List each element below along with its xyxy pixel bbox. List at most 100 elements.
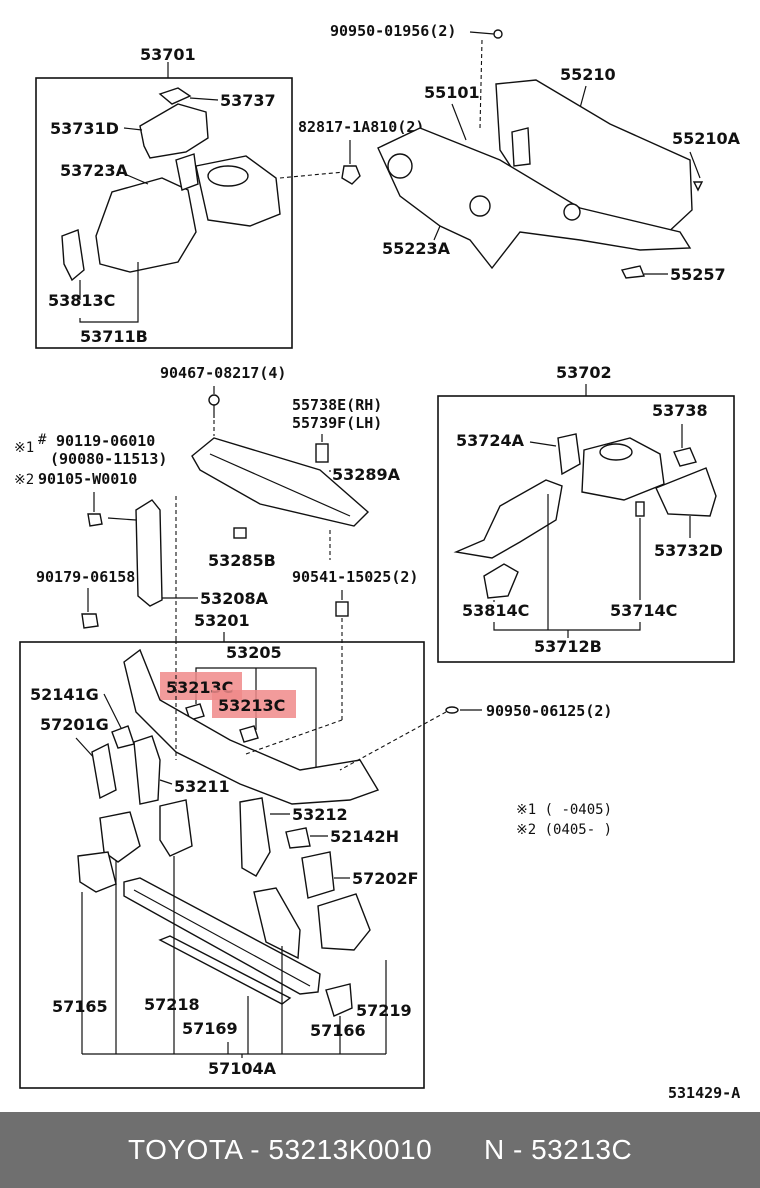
part-53732D-bracket[interactable] xyxy=(655,467,717,517)
part-insulator-hole-3 xyxy=(563,203,581,221)
part-53714C-clip[interactable] xyxy=(635,501,645,517)
part-53724A-bracket[interactable] xyxy=(557,433,581,476)
label-53737[interactable]: 53737 xyxy=(220,91,276,110)
part-53814C-panel[interactable] xyxy=(483,563,519,599)
part-57201G-bracket[interactable] xyxy=(91,742,117,800)
label-55257[interactable]: 55257 xyxy=(670,265,726,284)
part-53738-clip[interactable] xyxy=(673,447,697,467)
label-53701[interactable]: 53701 xyxy=(140,45,196,64)
part-insulator-hole-2 xyxy=(469,195,491,217)
label-90119[interactable]: 90119-06010 xyxy=(56,432,155,450)
part-90950-01956-grommet[interactable] xyxy=(493,29,503,39)
label-57165[interactable]: 57165 xyxy=(52,997,108,1016)
part-90105-bolt[interactable] xyxy=(87,513,103,527)
label-90467[interactable]: 90467-08217(4) xyxy=(160,364,286,382)
label-53738[interactable]: 53738 xyxy=(652,401,708,420)
label-53213C-b[interactable]: 53213C xyxy=(218,696,285,715)
part-57202F-bracket[interactable] xyxy=(301,851,335,899)
part-57219-bracket[interactable] xyxy=(317,893,371,951)
part-52141G-bracket[interactable] xyxy=(111,725,135,749)
part-52142H-bracket[interactable] xyxy=(285,827,311,849)
group-box-53701 xyxy=(35,77,293,349)
label-90119-mark: ※1 xyxy=(14,440,34,456)
label-90080[interactable]: (90080-11513) xyxy=(50,450,167,468)
label-57202F[interactable]: 57202F xyxy=(352,869,419,888)
part-53213C-clip-b[interactable] xyxy=(239,725,259,743)
part-57166-bracket[interactable] xyxy=(325,983,353,1017)
part-55257-clip[interactable] xyxy=(620,265,645,279)
label-57218[interactable]: 57218 xyxy=(144,995,200,1014)
part-strut-top xyxy=(207,165,249,187)
note-1: ※1 ( -0405) xyxy=(516,802,612,818)
part-53813C-panel[interactable] xyxy=(61,229,85,282)
part-53731D-bracket[interactable] xyxy=(139,103,209,159)
label-57219[interactable]: 57219 xyxy=(356,1001,412,1020)
label-53208A[interactable]: 53208A xyxy=(200,589,269,608)
label-55739F[interactable]: 55739F(LH) xyxy=(292,414,382,432)
part-53285B-clip[interactable] xyxy=(233,527,247,539)
label-53813C[interactable]: 53813C xyxy=(48,291,115,310)
part-53723A-apron[interactable] xyxy=(95,177,197,273)
label-57169[interactable]: 57169 xyxy=(182,1019,238,1038)
part-90541-clip[interactable] xyxy=(335,601,349,617)
label-53205[interactable]: 53205 xyxy=(226,643,282,662)
label-53724A[interactable]: 53724A xyxy=(456,431,525,450)
label-53714C[interactable]: 53714C xyxy=(610,601,677,620)
part-55738E-clip[interactable] xyxy=(315,443,329,463)
footer-ref: N - 53213C xyxy=(484,1134,633,1165)
part-apron-rh[interactable] xyxy=(453,479,563,559)
label-53723A[interactable]: 53723A xyxy=(60,161,129,180)
label-55101[interactable]: 55101 xyxy=(424,83,480,102)
label-55223A[interactable]: 55223A xyxy=(382,239,451,258)
label-52142H[interactable]: 52142H xyxy=(330,827,399,846)
label-90950-06125[interactable]: 90950-06125(2) xyxy=(486,702,612,720)
label-82817[interactable]: 82817-1A810(2) xyxy=(298,118,424,136)
part-insulator-hole-1 xyxy=(387,153,413,179)
part-90467-bolt[interactable] xyxy=(208,394,220,406)
label-57201G[interactable]: 57201G xyxy=(40,715,109,734)
group-box-53201 xyxy=(19,641,425,1089)
part-strut-tower[interactable] xyxy=(195,155,281,227)
label-90105[interactable]: 90105-W0010 xyxy=(38,470,137,488)
label-53212[interactable]: 53212 xyxy=(292,805,348,824)
label-53712B[interactable]: 53712B xyxy=(534,637,602,656)
part-strut-top-rh xyxy=(599,443,633,461)
label-55210[interactable]: 55210 xyxy=(560,65,616,84)
part-55223A-insulator[interactable] xyxy=(377,127,692,270)
part-53737-clip[interactable] xyxy=(158,87,192,105)
label-90105-mark: ※2 xyxy=(14,472,34,488)
label-55738E[interactable]: 55738E(RH) xyxy=(292,396,382,414)
part-90179-bolt[interactable] xyxy=(81,613,99,629)
label-55210A[interactable]: 55210A xyxy=(672,129,741,148)
highlight-53213C-b xyxy=(212,690,296,718)
part-57218-bracket[interactable] xyxy=(253,887,301,960)
label-53711B[interactable]: 53711B xyxy=(80,327,148,346)
label-57104A[interactable]: 57104A xyxy=(208,1059,277,1078)
label-90541[interactable]: 90541-15025(2) xyxy=(292,568,418,586)
part-53208A-support[interactable] xyxy=(135,499,163,607)
footer-bar: TOYOTA - 53213K0010 N - 53213C xyxy=(0,1112,760,1188)
label-53211[interactable]: 53211 xyxy=(174,777,230,796)
label-53702[interactable]: 53702 xyxy=(556,363,612,382)
label-53814C[interactable]: 53814C xyxy=(462,601,529,620)
part-53212-side-support[interactable] xyxy=(239,797,271,877)
label-53289A[interactable]: 53289A xyxy=(332,465,401,484)
part-53211-side-support[interactable] xyxy=(133,735,161,805)
label-57166[interactable]: 57166 xyxy=(310,1021,366,1040)
label-90950-01956[interactable]: 90950-01956(2) xyxy=(330,22,456,40)
part-82817-nut[interactable] xyxy=(341,165,361,185)
part-bracket-left-lower[interactable] xyxy=(99,811,141,863)
label-53732D[interactable]: 53732D xyxy=(654,541,723,560)
label-90179[interactable]: 90179-06158 xyxy=(36,568,135,586)
note-2: ※2 (0405- ) xyxy=(516,822,612,838)
part-90950-06125-grommet[interactable] xyxy=(445,706,459,714)
part-57165-bracket[interactable] xyxy=(77,851,117,893)
part-57169-reinforcement[interactable] xyxy=(158,935,292,1005)
label-53285B[interactable]: 53285B xyxy=(208,551,276,570)
label-53201[interactable]: 53201 xyxy=(194,611,250,630)
label-52141G[interactable]: 52141G xyxy=(30,685,99,704)
label-53731D[interactable]: 53731D xyxy=(50,119,119,138)
footer-brand-part: TOYOTA - 53213K0010 xyxy=(128,1134,433,1165)
part-bracket-mid-lower[interactable] xyxy=(159,799,193,857)
part-55210A-clip[interactable] xyxy=(692,181,704,192)
